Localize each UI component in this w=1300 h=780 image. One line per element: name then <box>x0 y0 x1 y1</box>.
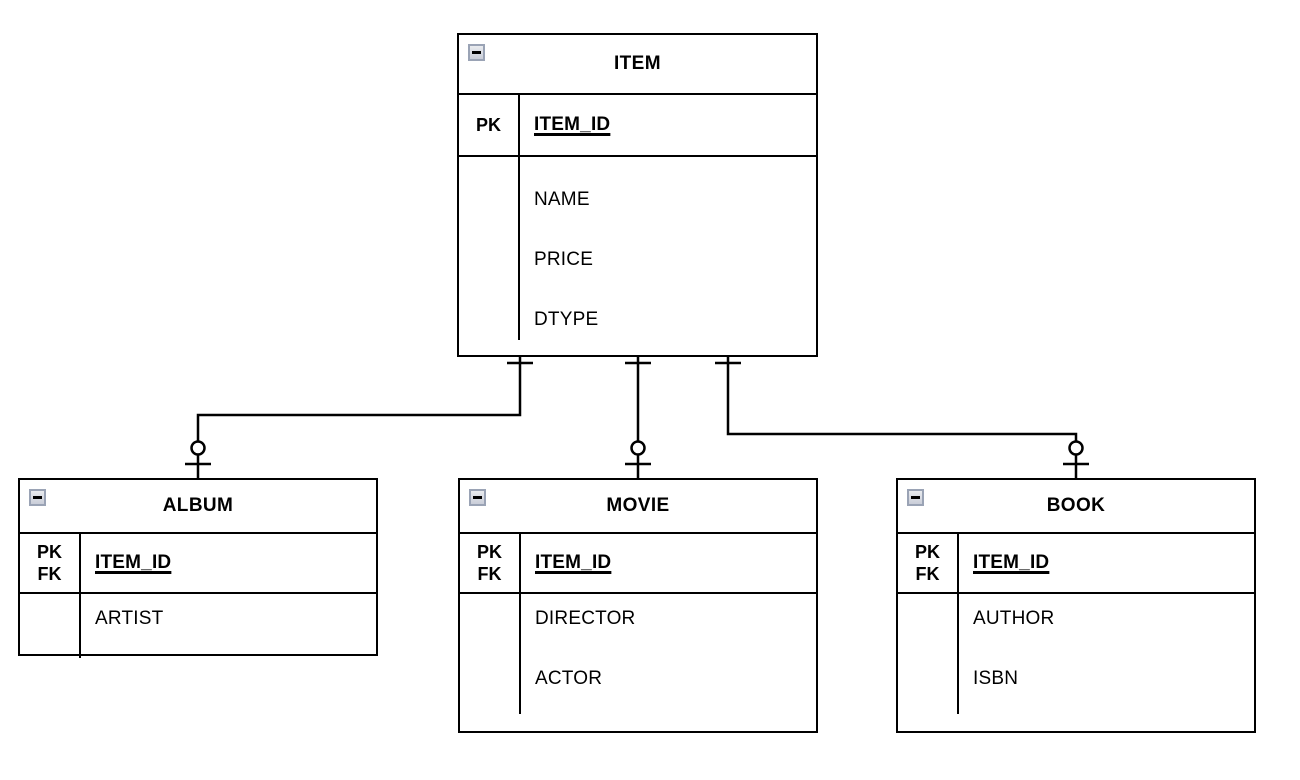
entity-item-key-row: PK ITEM_ID <box>459 95 816 157</box>
entity-movie-attribute-director: DIRECTOR <box>535 608 636 629</box>
entity-album-primary-key: ITEM_ID <box>95 552 172 573</box>
cardinality-zero-circle-movie <box>630 440 646 456</box>
entity-movie-header: MOVIE <box>460 480 816 534</box>
entity-album-key-markers: PK FK <box>20 534 81 592</box>
entity-book-key-markers: PK FK <box>898 534 959 592</box>
entity-book-header: BOOK <box>898 480 1254 534</box>
entity-book-title: BOOK <box>1046 495 1106 516</box>
entity-book-key-name-cell: ITEM_ID <box>959 534 1254 592</box>
entity-album-attributes: ARTIST <box>20 594 376 658</box>
entity-item[interactable]: ITEM PK ITEM_ID NAME PRICE DTYPE <box>457 33 818 357</box>
entity-book-primary-key: ITEM_ID <box>973 552 1050 573</box>
entity-item-title: ITEM <box>614 53 661 74</box>
collapse-minus-icon[interactable] <box>907 489 924 506</box>
entity-item-attribute-dtype: DTYPE <box>534 309 599 330</box>
entity-album-key-row: PK FK ITEM_ID <box>20 534 376 594</box>
key-marker-fk: FK <box>915 564 940 584</box>
entity-item-header: ITEM <box>459 35 816 95</box>
collapse-minus-icon[interactable] <box>468 44 485 61</box>
entity-album-attribute-artist: ARTIST <box>95 608 164 629</box>
key-marker-pk: PK <box>475 115 501 135</box>
relationship-item-album <box>185 357 533 478</box>
entity-book-attributes: AUTHOR ISBN <box>898 594 1254 730</box>
entity-item-attributes: NAME PRICE DTYPE <box>459 157 816 354</box>
entity-album-attr-divider <box>78 594 81 658</box>
key-marker-fk: FK <box>477 564 502 584</box>
entity-book-attribute-isbn: ISBN <box>973 668 1019 689</box>
entity-item-attribute-price: PRICE <box>534 249 594 270</box>
entity-album[interactable]: ALBUM PK FK ITEM_ID ARTIST <box>18 478 378 658</box>
entity-movie-attributes: DIRECTOR ACTOR <box>460 594 816 730</box>
entity-movie-attr-divider <box>518 594 521 714</box>
entity-book-attr-divider <box>956 594 959 714</box>
collapse-minus-icon[interactable] <box>29 489 46 506</box>
cardinality-zero-circle-album <box>190 440 206 456</box>
entity-item-key-markers: PK <box>459 95 520 155</box>
entity-book[interactable]: BOOK PK FK ITEM_ID AUTHOR ISBN <box>896 478 1256 733</box>
key-marker-fk: FK <box>37 564 62 584</box>
entity-item-attribute-name: NAME <box>534 189 590 210</box>
entity-book-attribute-author: AUTHOR <box>973 608 1055 629</box>
key-marker-pk: PK <box>476 542 502 562</box>
entity-album-key-name-cell: ITEM_ID <box>81 534 376 592</box>
entity-book-key-row: PK FK ITEM_ID <box>898 534 1254 594</box>
entity-item-attr-divider <box>517 157 520 340</box>
key-marker-pk: PK <box>36 542 62 562</box>
entity-movie-title: MOVIE <box>606 495 670 516</box>
entity-movie-key-row: PK FK ITEM_ID <box>460 534 816 594</box>
cardinality-zero-circle-book <box>1068 440 1084 456</box>
entity-movie[interactable]: MOVIE PK FK ITEM_ID DIRECTOR ACTOR <box>458 478 818 733</box>
key-marker-pk: PK <box>914 542 940 562</box>
entity-movie-key-name-cell: ITEM_ID <box>521 534 816 592</box>
relationship-item-movie <box>625 357 651 478</box>
entity-movie-primary-key: ITEM_ID <box>535 552 612 573</box>
collapse-minus-icon[interactable] <box>469 489 486 506</box>
relationship-item-book <box>715 357 1089 478</box>
entity-album-header: ALBUM <box>20 480 376 534</box>
entity-movie-attribute-actor: ACTOR <box>535 668 603 689</box>
entity-item-primary-key: ITEM_ID <box>534 114 611 135</box>
entity-album-title: ALBUM <box>162 495 234 516</box>
entity-item-key-name-cell: ITEM_ID <box>520 95 816 155</box>
entity-movie-key-markers: PK FK <box>460 534 521 592</box>
